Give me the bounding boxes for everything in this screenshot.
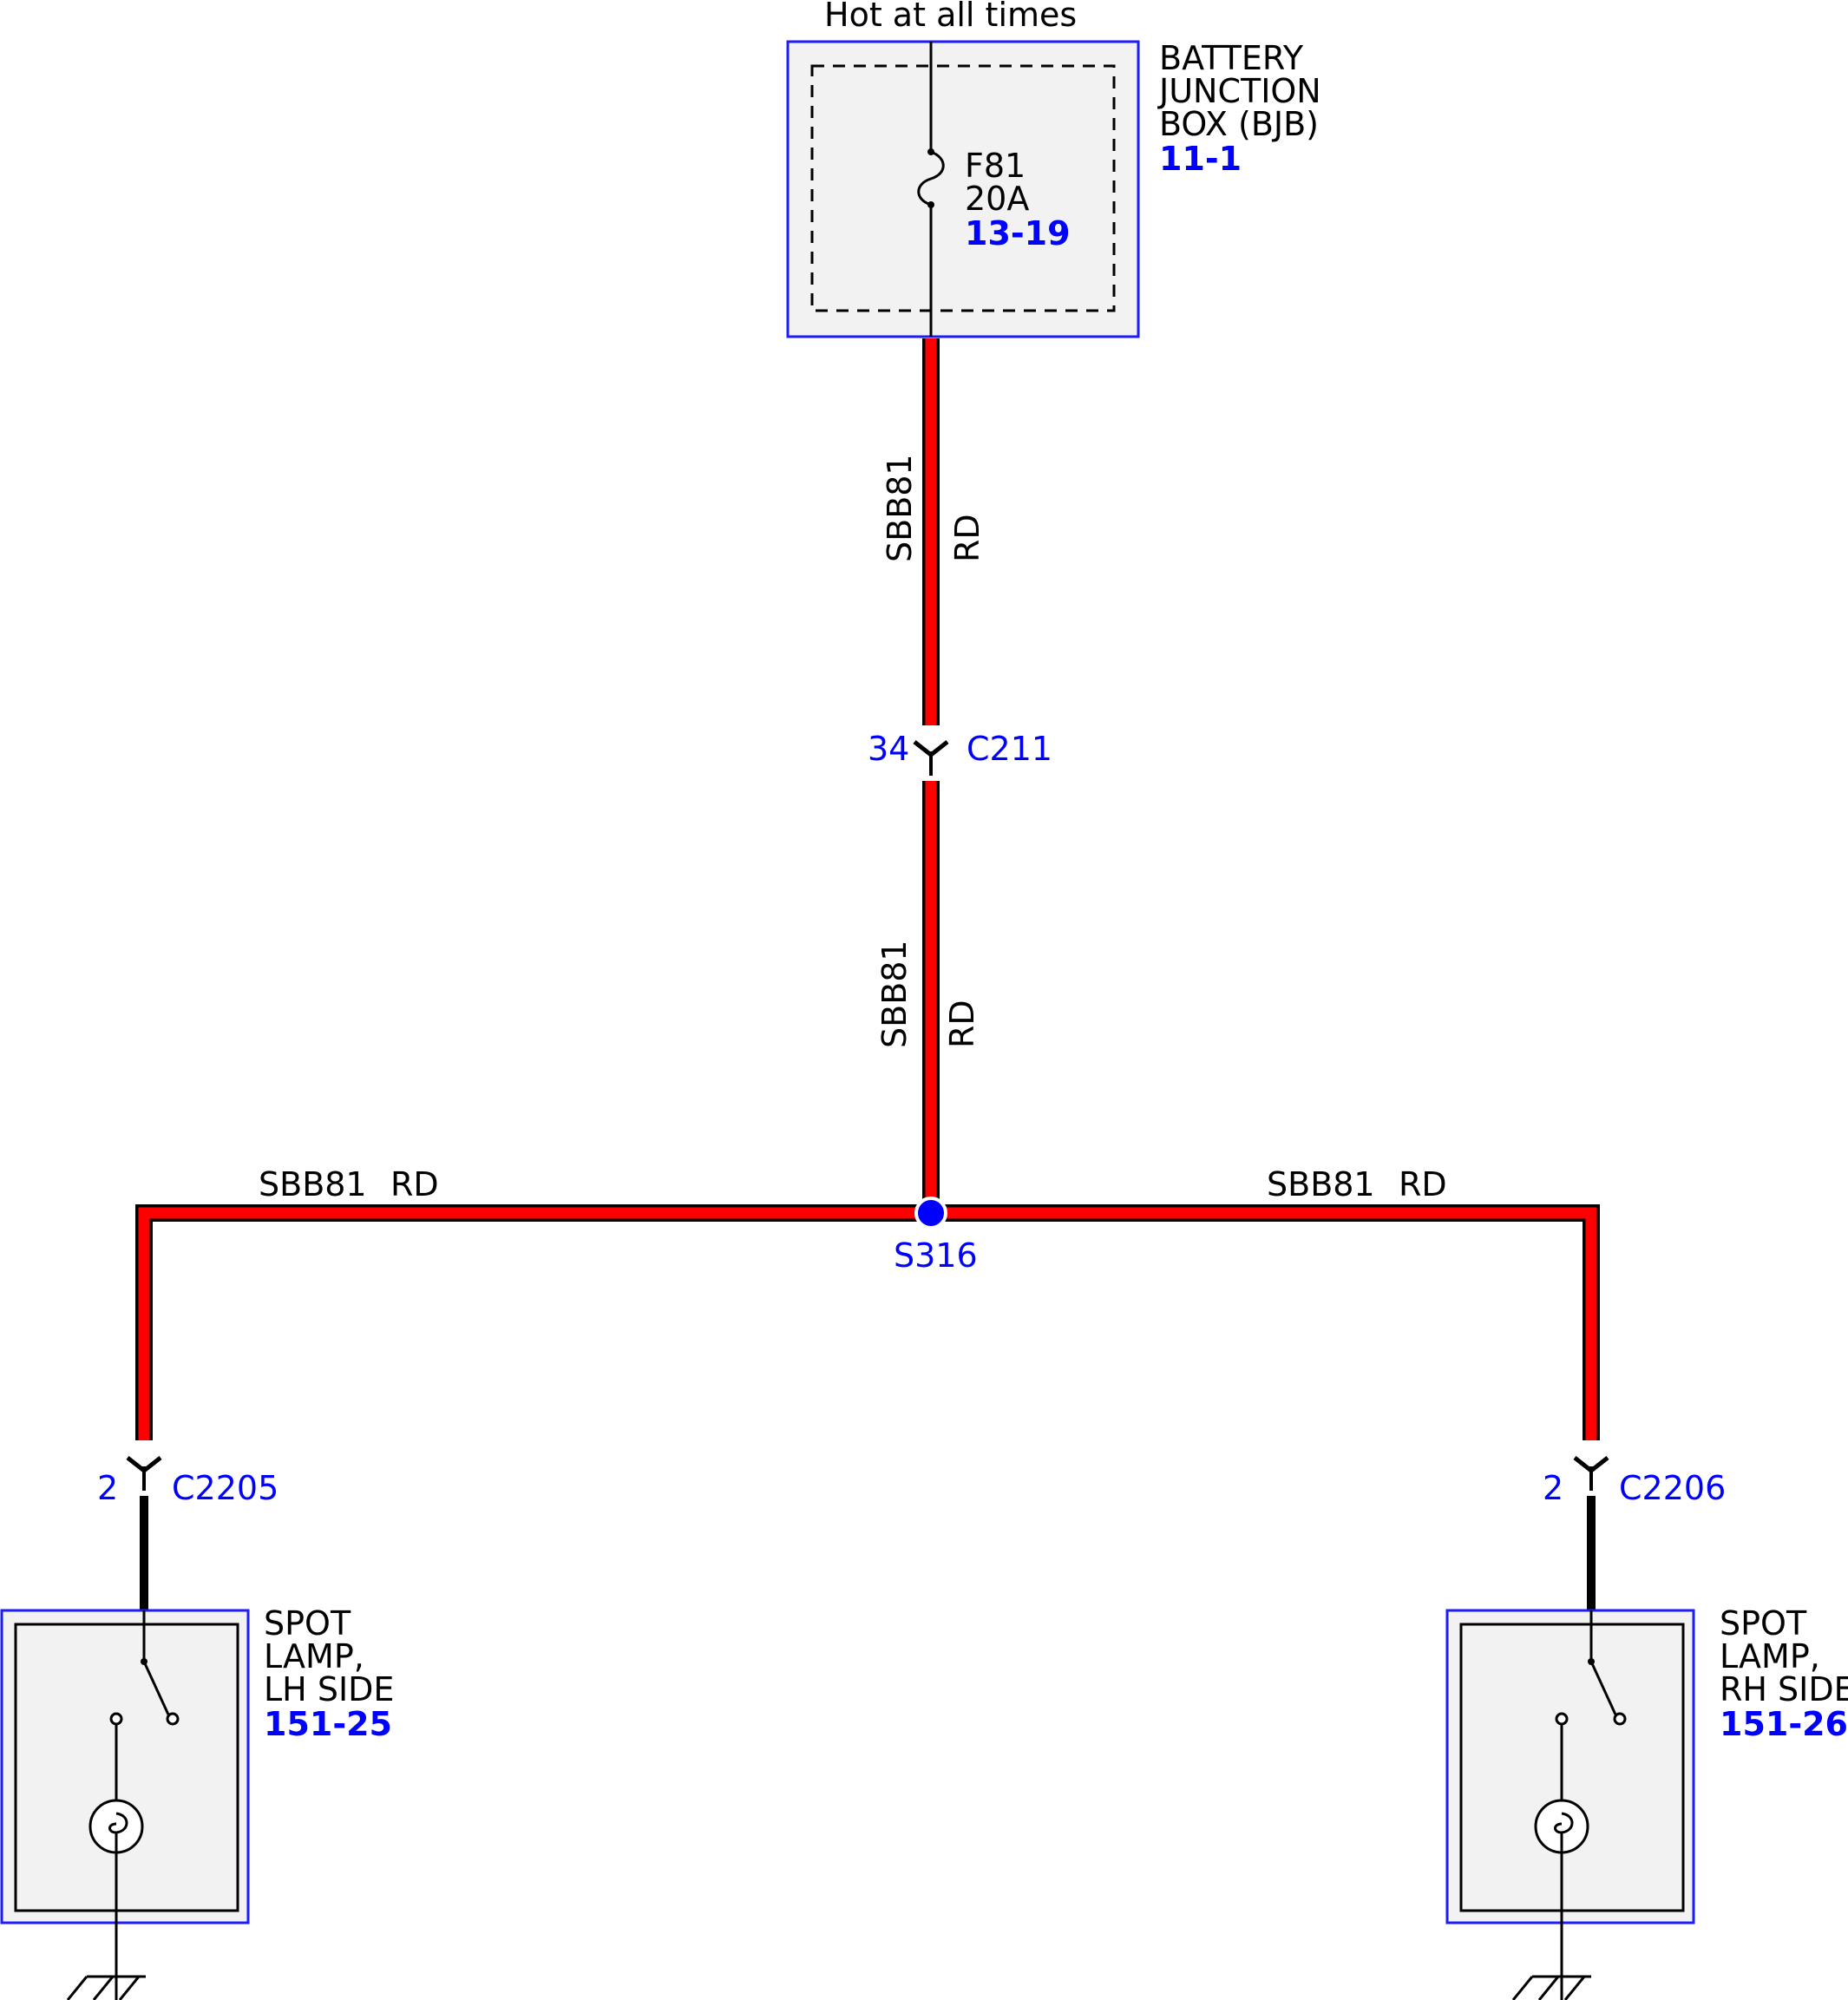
c2206-pin: 2 bbox=[1543, 1469, 1563, 1507]
lamp-rh-name-line-1: SPOT bbox=[1720, 1604, 1807, 1643]
bjb-ref-link[interactable]: 11-1 bbox=[1159, 140, 1242, 178]
splice-name: S316 bbox=[894, 1236, 978, 1275]
lamp-rh-name-line-2: LAMP, bbox=[1720, 1637, 1820, 1675]
lamp-lh-name-line-3: LH SIDE bbox=[264, 1670, 394, 1708]
wire-label-color-right: RD bbox=[1399, 1165, 1447, 1203]
lamp-lh-ref-link[interactable]: 151-25 bbox=[264, 1705, 392, 1743]
spot-lamp-lh[interactable] bbox=[0, 1609, 250, 1925]
connector-c2206-icon bbox=[1573, 1456, 1609, 1491]
connector-c2205-icon bbox=[126, 1456, 162, 1491]
bjb-label: BATTERY JUNCTION BOX (BJB) 11-1 bbox=[1157, 39, 1321, 178]
c211-name[interactable]: C211 bbox=[967, 730, 1052, 768]
battery-junction-box[interactable] bbox=[786, 40, 1140, 338]
lamp-lh-label: SPOT LAMP, LH SIDE 151-25 bbox=[264, 1604, 394, 1743]
wire-label-circuit-1: SBB81 bbox=[881, 454, 919, 562]
rh-bulb-icon bbox=[1534, 1724, 1589, 2000]
bjb-name-line-2: JUNCTION bbox=[1157, 72, 1321, 110]
fuse-icon bbox=[917, 150, 945, 207]
lamp-rh-label: SPOT LAMP, RH SIDE 151-26 bbox=[1720, 1604, 1848, 1743]
fuse-rating: 20A bbox=[965, 180, 1029, 218]
wire-label-circuit-2: SBB81 bbox=[875, 940, 914, 1048]
lamp-lh-name-line-1: SPOT bbox=[264, 1604, 351, 1643]
fuse-id: F81 bbox=[965, 147, 1026, 185]
wire-label-color-left: RD bbox=[390, 1165, 439, 1203]
lh-switch-icon bbox=[109, 1610, 180, 1726]
wire-label-circuit-right: SBB81 bbox=[1267, 1165, 1375, 1203]
power-note: Hot at all times bbox=[824, 0, 1077, 34]
wire-label-color-2: RD bbox=[943, 1000, 981, 1048]
c2206-name[interactable]: C2206 bbox=[1619, 1469, 1726, 1507]
lamp-rh-ref-link[interactable]: 151-26 bbox=[1720, 1705, 1848, 1743]
spot-lamp-rh[interactable] bbox=[1445, 1609, 1695, 1925]
rh-ground-icon bbox=[1511, 1975, 1591, 2000]
lh-bulb-icon bbox=[88, 1724, 144, 2000]
lamp-lh-name-line-2: LAMP, bbox=[264, 1637, 364, 1675]
connector-c211-icon bbox=[913, 740, 949, 776]
c211-pin: 34 bbox=[868, 730, 909, 768]
fuse-f81 bbox=[917, 42, 945, 337]
splice-s316-dot[interactable] bbox=[914, 1197, 947, 1230]
wire-label-color-1: RD bbox=[948, 514, 986, 562]
lh-ground-icon bbox=[66, 1975, 146, 2000]
lamp-rh-name-line-3: RH SIDE bbox=[1720, 1670, 1848, 1708]
wire-sbb81-branch bbox=[135, 1204, 1600, 1440]
bjb-name-line-1: BATTERY bbox=[1159, 39, 1304, 77]
fuse-ref-link[interactable]: 13-19 bbox=[965, 214, 1071, 252]
bjb-name-line-3: BOX (BJB) bbox=[1159, 105, 1319, 143]
c2205-name[interactable]: C2205 bbox=[172, 1469, 279, 1507]
wire-label-circuit-left: SBB81 bbox=[259, 1165, 367, 1203]
c2205-pin: 2 bbox=[97, 1469, 118, 1507]
